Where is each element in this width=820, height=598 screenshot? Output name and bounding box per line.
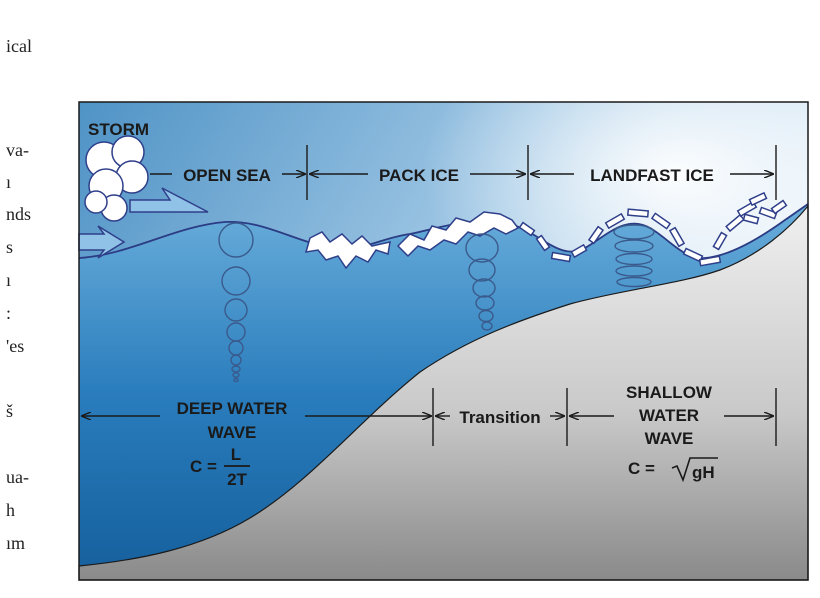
margin-fragment: nds bbox=[6, 204, 32, 224]
formula-radicand: gH bbox=[692, 463, 715, 482]
pack-ice-label: PACK ICE bbox=[379, 166, 459, 185]
open-sea-label: OPEN SEA bbox=[183, 166, 271, 185]
storm-label: STORM bbox=[88, 120, 149, 139]
margin-fragment: ical bbox=[6, 36, 32, 56]
margin-fragment: : bbox=[6, 303, 12, 323]
formula-numerator: L bbox=[231, 445, 241, 464]
wind-arrow bbox=[78, 225, 126, 259]
storm-cloud bbox=[84, 135, 149, 222]
bottom-dimension-lines bbox=[82, 388, 777, 446]
landfast-ice-label: LANDFAST ICE bbox=[590, 166, 714, 185]
margin-fragment: ı bbox=[6, 172, 12, 192]
margin-fragment: ı bbox=[6, 270, 12, 290]
margin-fragment: h bbox=[6, 500, 15, 520]
formula-denominator: 2T bbox=[227, 470, 247, 489]
top-dimension-lines bbox=[150, 145, 777, 200]
deep-water-label-line2: WAVE bbox=[208, 423, 257, 442]
margin-fragment: š bbox=[6, 401, 14, 421]
margin-fragment: va- bbox=[6, 140, 29, 160]
page-margin-text: ical va- ı nds s ı : 'es š ua- h ım bbox=[0, 0, 80, 598]
shallow-water-label-line3: WAVE bbox=[645, 429, 694, 448]
shallow-orbits bbox=[613, 224, 655, 288]
wind-arrow bbox=[129, 187, 209, 213]
shallow-water-label: SHALLOW bbox=[626, 383, 713, 402]
seabed bbox=[78, 204, 809, 581]
margin-fragment: ua- bbox=[6, 467, 29, 487]
deep-water-formula: C = L 2T bbox=[190, 445, 250, 489]
margin-fragment: ım bbox=[6, 533, 26, 553]
diagram-frame bbox=[78, 101, 809, 581]
formula-lhs: C = bbox=[628, 459, 655, 478]
transition-label: Transition bbox=[459, 408, 540, 427]
shallow-water-label-line2: WATER bbox=[639, 406, 699, 425]
margin-fragment: s bbox=[6, 237, 14, 257]
formula-lhs: C = bbox=[190, 457, 217, 476]
deep-water-label: DEEP WATER bbox=[177, 399, 288, 418]
sqrt-symbol bbox=[671, 457, 718, 483]
margin-fragment: 'es bbox=[6, 336, 25, 356]
deep-water-orbits bbox=[218, 222, 254, 383]
pack-ice bbox=[304, 211, 520, 270]
transition-orbits bbox=[465, 233, 499, 331]
landfast-ice bbox=[518, 191, 788, 267]
shallow-water-formula: C = gH bbox=[628, 457, 718, 483]
